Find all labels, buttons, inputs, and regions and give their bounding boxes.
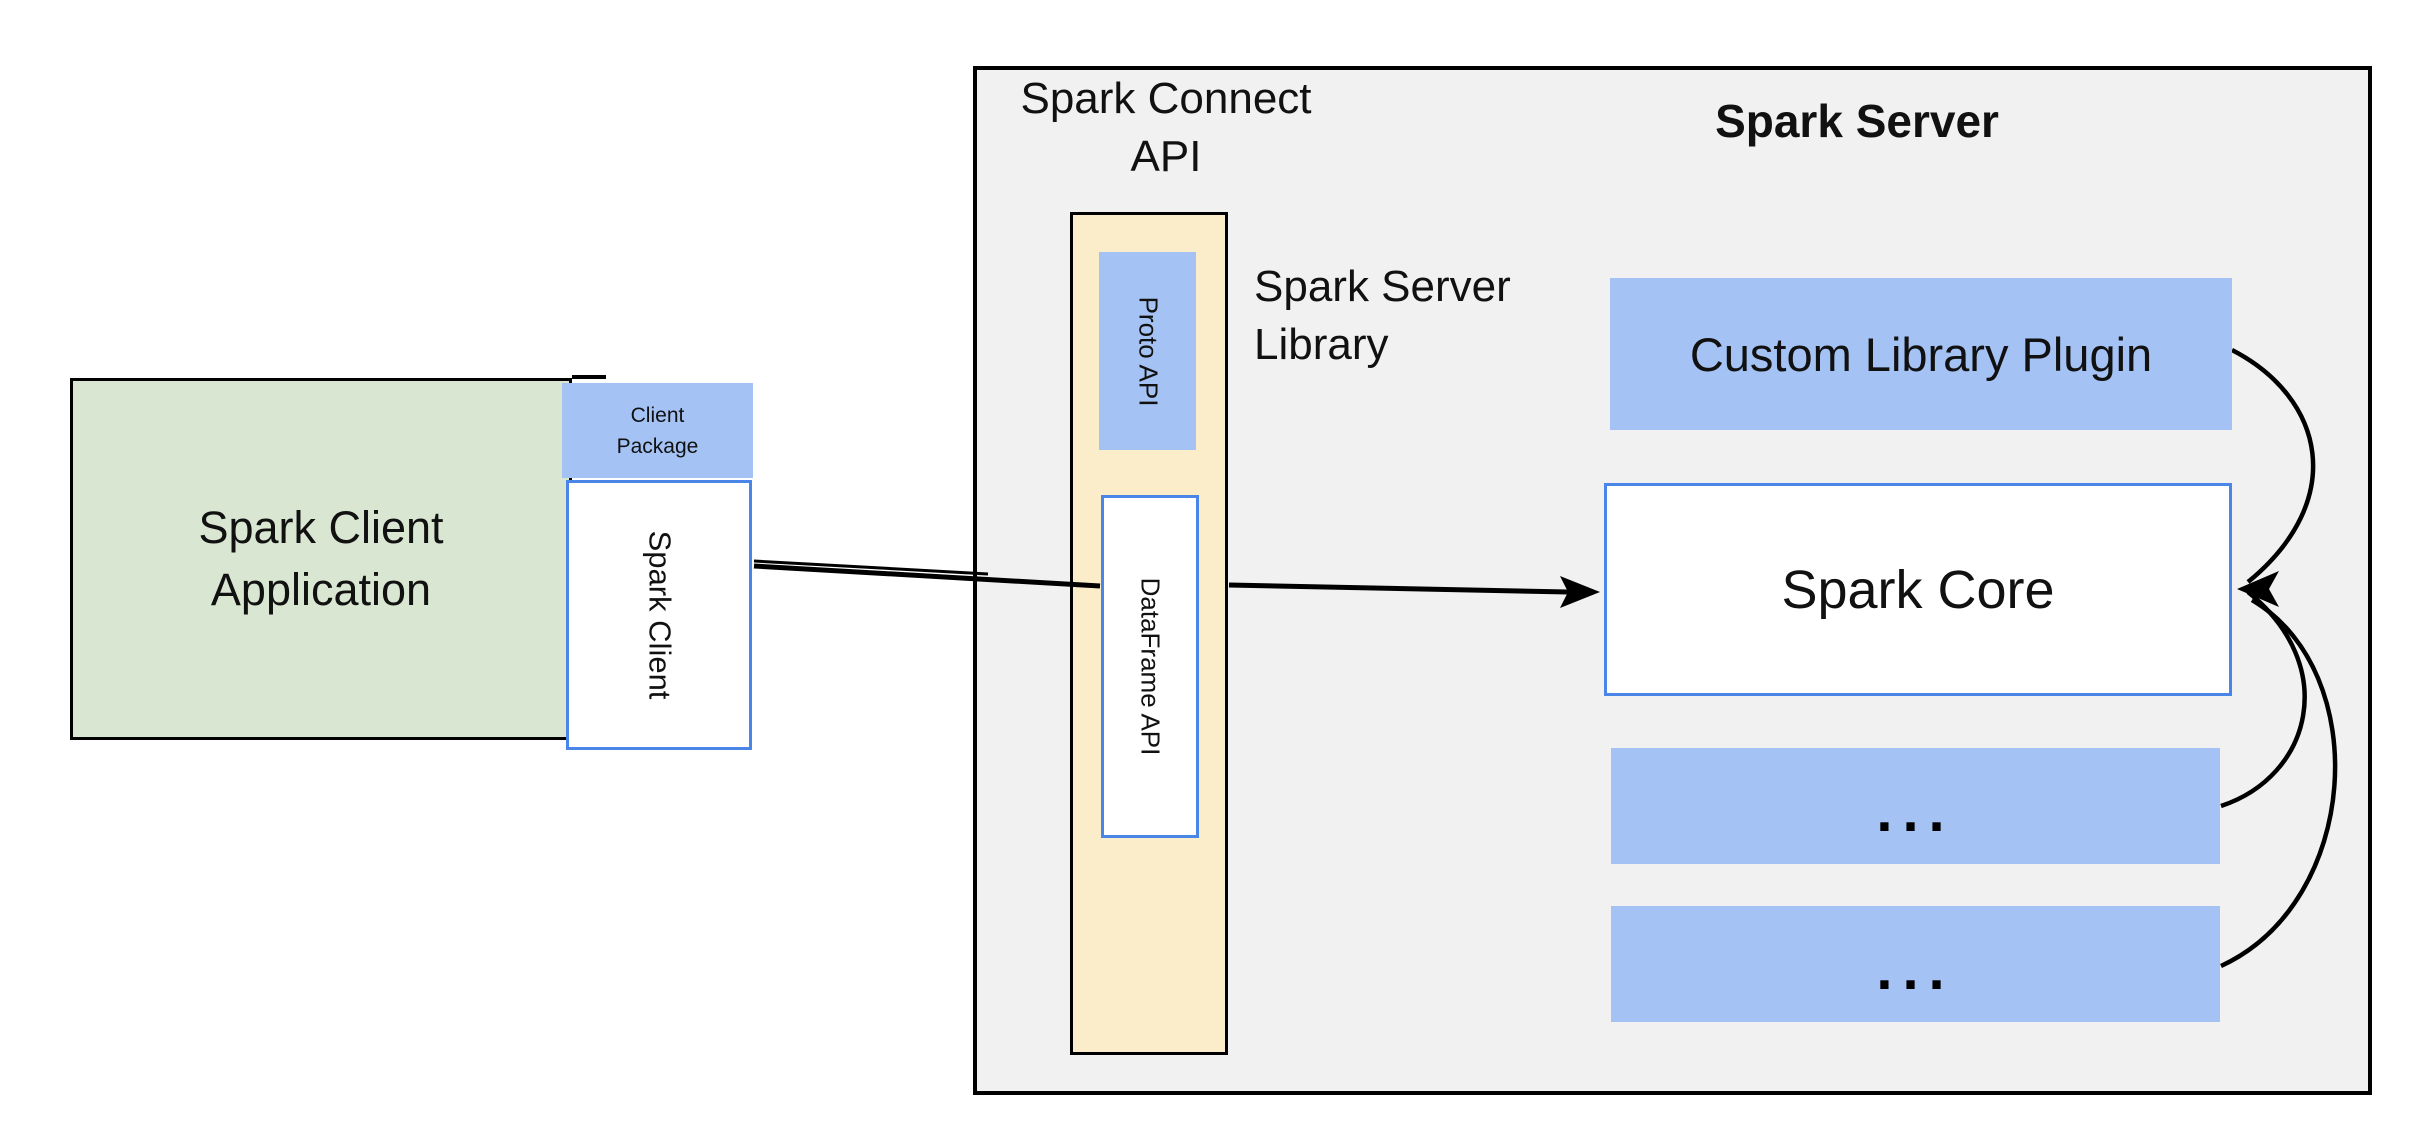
- proto-api-box: Proto API: [1099, 252, 1196, 450]
- dataframe-api-label: DataFrame API: [1135, 577, 1166, 756]
- custom-library-plugin-label: Custom Library Plugin: [1689, 327, 2153, 381]
- dataframe-api-box: DataFrame API: [1101, 495, 1199, 838]
- spark-server-library-label: Spark Server Library: [1254, 258, 1674, 374]
- spark-client-box: Spark Client: [566, 480, 752, 750]
- green-box-border-tick: [572, 375, 606, 379]
- spark-client-application-box: Spark Client Application: [70, 378, 572, 740]
- ellipsis-box-1: ...: [1611, 748, 2220, 864]
- spark-server-library-label-line2: Library: [1254, 320, 1389, 369]
- spark-server-library-label-line1: Spark Server: [1254, 262, 1511, 311]
- spark-connect-api-title-line1: Spark Connect: [1020, 74, 1312, 123]
- client-arrow-sketch-line: [753, 559, 989, 576]
- spark-core-label: Spark Core: [1781, 559, 2055, 620]
- client-package-label-line2: Package: [616, 434, 699, 458]
- spark-server-title: Spark Server: [1715, 95, 1999, 147]
- spark-connect-api-title: Spark Connect API: [966, 70, 1366, 186]
- spark-core-box: Spark Core: [1604, 483, 2232, 696]
- client-package-box: Client Package: [562, 383, 753, 478]
- spark-connect-api-title-line2: API: [1130, 132, 1202, 181]
- proto-api-label: Proto API: [1133, 296, 1163, 406]
- client-package-label-line1: Client: [630, 403, 685, 427]
- ellipsis-box-2: ...: [1611, 906, 2220, 1022]
- spark-client-label: Spark Client: [641, 530, 677, 700]
- spark-client-application-label-line2: Application: [210, 564, 432, 615]
- spark-client-application-label-line1: Spark Client: [198, 502, 444, 553]
- custom-library-plugin-box: Custom Library Plugin: [1610, 278, 2232, 430]
